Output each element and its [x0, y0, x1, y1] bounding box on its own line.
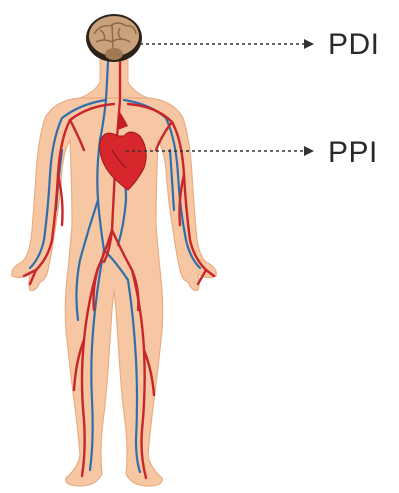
- brain-icon: [86, 14, 142, 62]
- pdi-label: PDI: [328, 30, 380, 60]
- human-body-silhouette: [12, 60, 217, 486]
- ppi-label: PPI: [328, 138, 378, 168]
- brain-pointer-arrow: [140, 39, 314, 49]
